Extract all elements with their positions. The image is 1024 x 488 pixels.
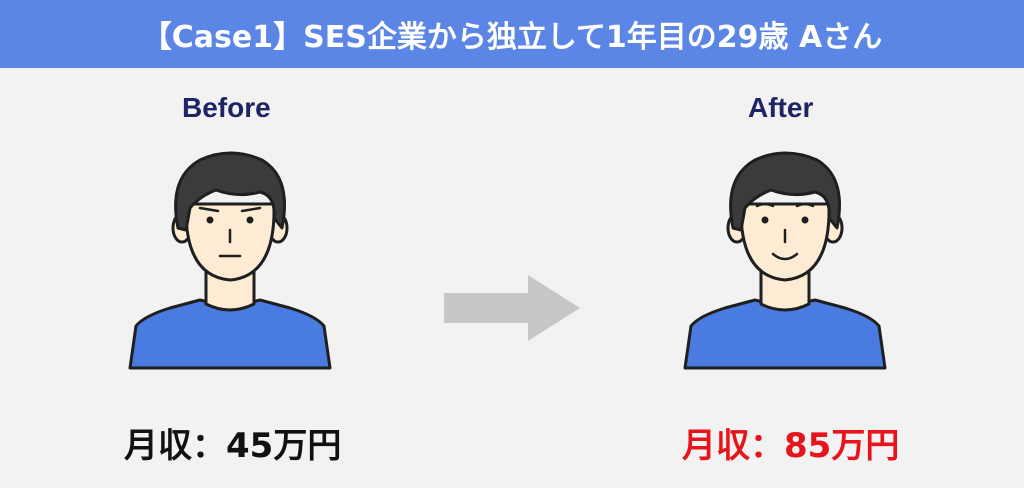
- banner-title: 【Case1】SES企業から独立して1年目の29歳 Aさん: [141, 20, 883, 55]
- right-arrow-icon: [444, 275, 580, 341]
- before-income: 月収：45万円: [124, 426, 342, 466]
- before-label: Before: [182, 92, 271, 123]
- after-label: After: [748, 92, 814, 123]
- person-before-illustration: [128, 151, 332, 370]
- person-after-illustration: [683, 151, 887, 370]
- title-banner: 【Case1】SES企業から独立して1年目の29歳 Aさん: [0, 0, 1024, 68]
- after-income: 月収：85万円: [682, 426, 900, 466]
